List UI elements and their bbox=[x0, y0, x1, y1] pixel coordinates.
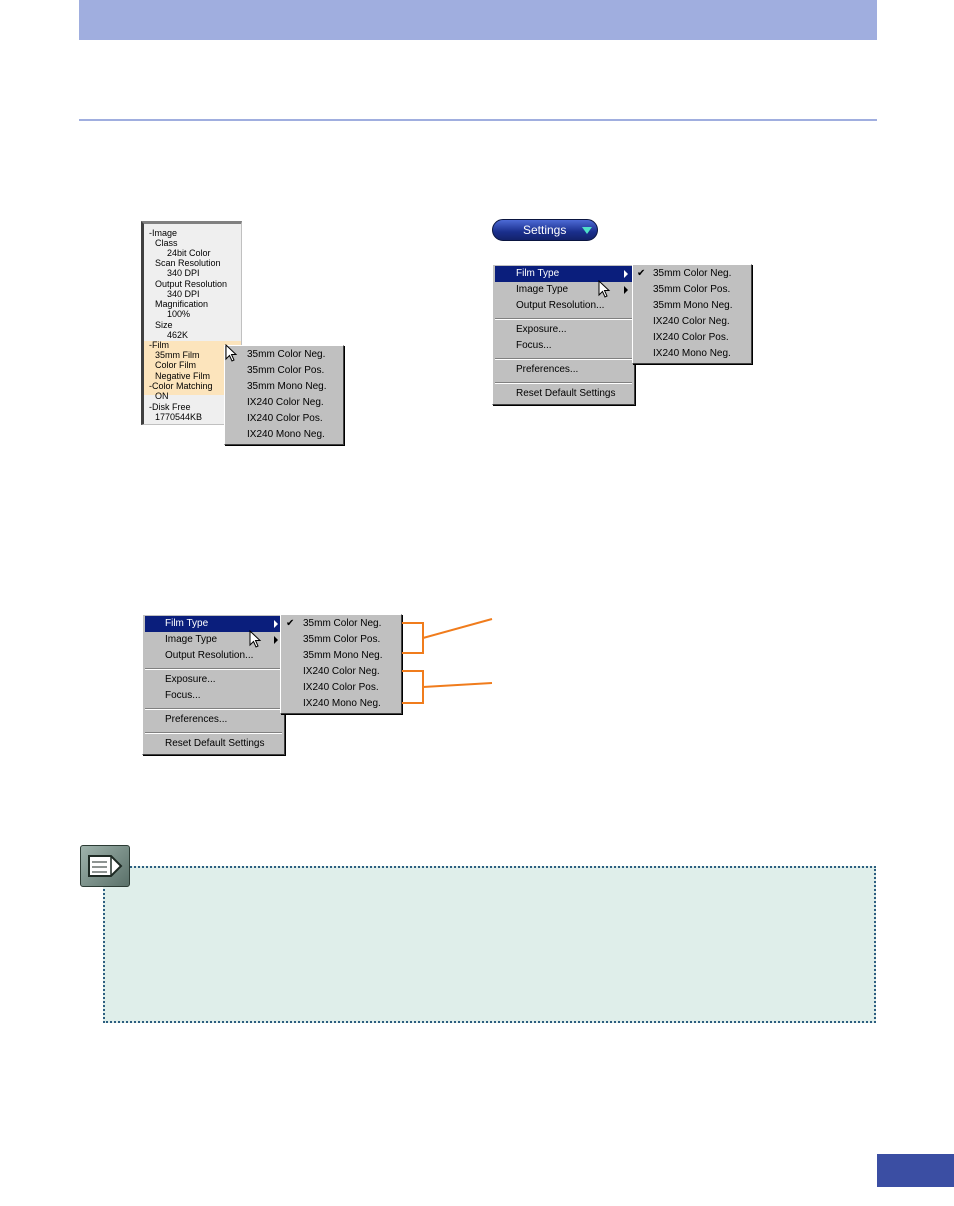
menu-separator bbox=[495, 318, 632, 320]
info-line: Magnification bbox=[155, 299, 209, 309]
info-line: 1770544KB bbox=[155, 412, 203, 422]
menu-separator bbox=[145, 732, 282, 734]
menu-item-ix240-color-pos[interactable]: IX240 Color Pos. bbox=[303, 682, 379, 693]
mouse-pointer-icon bbox=[225, 344, 238, 362]
note-box bbox=[103, 866, 876, 1023]
menu-item-reset-default-settings[interactable]: Reset Default Settings bbox=[165, 738, 265, 749]
settings-menu-annotated: Film Type Image Type Output Resolution..… bbox=[142, 614, 285, 755]
info-line: 462K bbox=[167, 330, 189, 340]
menu-item-film-type[interactable]: Film Type bbox=[495, 266, 632, 282]
info-line: -Image bbox=[149, 228, 178, 238]
menu-item-output-resolution[interactable]: Output Resolution... bbox=[165, 650, 254, 661]
menu-item-ix240-color-pos[interactable]: IX240 Color Pos. bbox=[247, 413, 323, 424]
triangle-down-icon bbox=[582, 227, 592, 234]
info-line: Class bbox=[155, 238, 178, 248]
checkmark-icon: ✔ bbox=[286, 618, 295, 629]
checkmark-icon: ✔ bbox=[637, 268, 646, 279]
menu-item-35mm-mono-neg[interactable]: 35mm Mono Neg. bbox=[303, 650, 383, 661]
menu-item-35mm-color-pos[interactable]: 35mm Color Pos. bbox=[653, 284, 731, 295]
settings-button-label: Settings bbox=[523, 223, 567, 237]
menu-item-ix240-color-neg[interactable]: IX240 Color Neg. bbox=[303, 666, 380, 677]
menu-item-exposure[interactable]: Exposure... bbox=[165, 674, 216, 685]
info-line: Output Resolution bbox=[155, 279, 228, 289]
menu-item-image-type[interactable]: Image Type bbox=[145, 632, 282, 648]
header-rule bbox=[79, 119, 877, 121]
film-type-submenu: ✔ 35mm Color Neg. 35mm Color Pos. 35mm M… bbox=[632, 264, 752, 364]
info-line: 340 DPI bbox=[167, 289, 200, 299]
info-line: 24bit Color bbox=[167, 248, 211, 258]
menu-separator bbox=[495, 382, 632, 384]
info-line: 100% bbox=[167, 309, 191, 319]
film-type-popup: 35mm Color Neg. 35mm Color Pos. 35mm Mon… bbox=[224, 345, 344, 445]
menu-item-ix240-mono-neg[interactable]: IX240 Mono Neg. bbox=[247, 429, 325, 440]
bracket-ix240 bbox=[402, 670, 493, 704]
menu-item-focus[interactable]: Focus... bbox=[516, 340, 552, 351]
menu-item-35mm-color-neg[interactable]: 35mm Color Neg. bbox=[247, 349, 326, 360]
mouse-pointer-icon bbox=[598, 280, 611, 298]
menu-separator bbox=[145, 668, 282, 670]
submenu-arrow-icon bbox=[274, 620, 278, 628]
info-line: -Disk Free bbox=[149, 402, 191, 412]
film-type-submenu-annotated: ✔ 35mm Color Neg. 35mm Color Pos. 35mm M… bbox=[280, 614, 402, 714]
settings-menu: Film Type Image Type Output Resolution..… bbox=[492, 264, 635, 405]
info-line: 340 DPI bbox=[167, 268, 200, 278]
menu-separator bbox=[145, 708, 282, 710]
header-band bbox=[79, 0, 877, 40]
menu-item-35mm-color-pos[interactable]: 35mm Color Pos. bbox=[303, 634, 381, 645]
menu-item-image-type[interactable]: Image Type bbox=[495, 282, 632, 298]
submenu-arrow-icon bbox=[624, 286, 628, 294]
menu-item-exposure[interactable]: Exposure... bbox=[516, 324, 567, 335]
info-line: ON bbox=[155, 391, 169, 401]
menu-item-35mm-mono-neg[interactable]: 35mm Mono Neg. bbox=[653, 300, 733, 311]
menu-item-35mm-mono-neg[interactable]: 35mm Mono Neg. bbox=[247, 381, 327, 392]
info-line: Color Film bbox=[155, 360, 197, 370]
info-line: -Color Matching bbox=[149, 381, 213, 391]
menu-item-35mm-color-neg[interactable]: 35mm Color Neg. bbox=[653, 268, 732, 279]
menu-item-ix240-color-neg[interactable]: IX240 Color Neg. bbox=[247, 397, 324, 408]
menu-item-ix240-mono-neg[interactable]: IX240 Mono Neg. bbox=[303, 698, 381, 709]
menu-item-preferences[interactable]: Preferences... bbox=[516, 364, 579, 375]
info-line: Negative Film bbox=[155, 371, 211, 381]
menu-item-focus[interactable]: Focus... bbox=[165, 690, 201, 701]
info-line: Scan Resolution bbox=[155, 258, 221, 268]
menu-item-ix240-color-pos[interactable]: IX240 Color Pos. bbox=[653, 332, 729, 343]
mouse-pointer-icon bbox=[249, 630, 262, 648]
submenu-arrow-icon bbox=[624, 270, 628, 278]
menu-item-35mm-color-neg[interactable]: 35mm Color Neg. bbox=[303, 618, 382, 629]
settings-button[interactable]: Settings bbox=[492, 219, 598, 241]
menu-item-ix240-color-neg[interactable]: IX240 Color Neg. bbox=[653, 316, 730, 327]
submenu-arrow-icon bbox=[274, 636, 278, 644]
menu-item-reset-default-settings[interactable]: Reset Default Settings bbox=[516, 388, 616, 399]
bracket-35mm bbox=[402, 618, 493, 654]
menu-item-35mm-color-pos[interactable]: 35mm Color Pos. bbox=[247, 365, 325, 376]
page-number-tab bbox=[877, 1154, 954, 1187]
menu-item-ix240-mono-neg[interactable]: IX240 Mono Neg. bbox=[653, 348, 731, 359]
menu-item-film-type[interactable]: Film Type bbox=[145, 616, 282, 632]
info-line: Size bbox=[155, 320, 173, 330]
menu-item-output-resolution[interactable]: Output Resolution... bbox=[516, 300, 605, 311]
info-line: -Film bbox=[149, 340, 169, 350]
menu-separator bbox=[495, 358, 632, 360]
menu-item-preferences[interactable]: Preferences... bbox=[165, 714, 228, 725]
info-line: 35mm Film bbox=[155, 350, 200, 360]
note-pencil-icon bbox=[80, 845, 130, 887]
